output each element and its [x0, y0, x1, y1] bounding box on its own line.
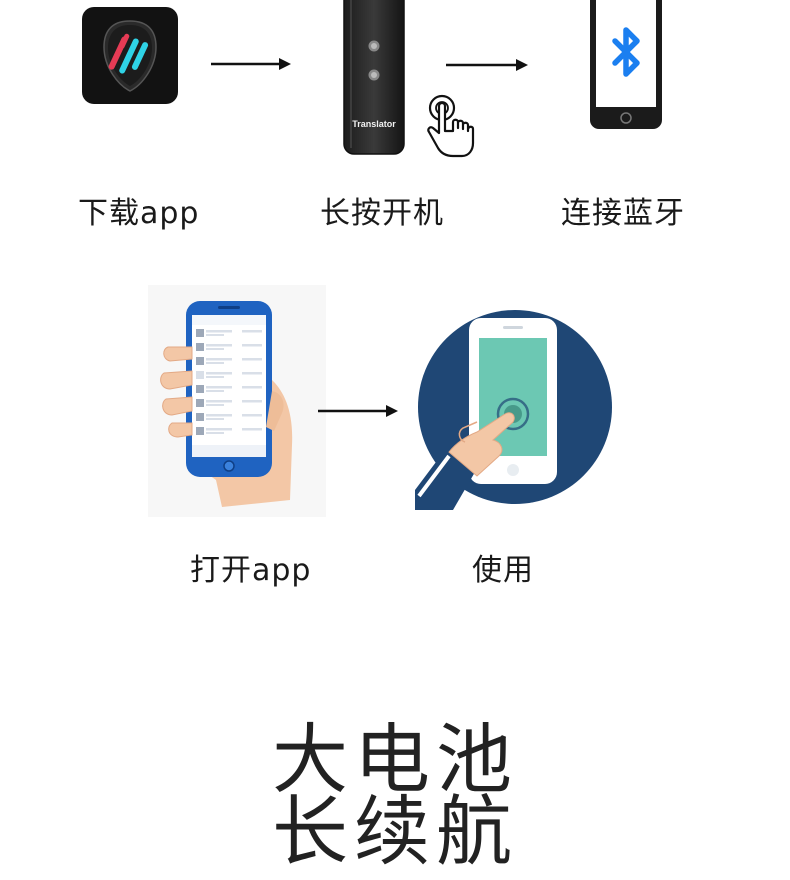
arrow-right-icon [444, 56, 530, 78]
finger-tap-phone-icon [405, 300, 615, 515]
device-brand-text: Translator [352, 119, 396, 129]
step-label: 打开app [190, 553, 312, 588]
headline-line-2: 长续航 [272, 787, 518, 876]
headline-line-1: 大电池 [272, 715, 518, 804]
bluetooth-icon [612, 27, 640, 77]
app-logo-icon [82, 7, 178, 104]
step-label: 下载app [78, 196, 200, 231]
arrow-right-icon [209, 55, 293, 77]
step-label: 使用 [472, 553, 534, 588]
step-label: 长按开机 [320, 196, 444, 231]
arrow-right-icon [316, 402, 400, 424]
hand-holding-phone-icon [158, 295, 318, 513]
tap-hand-icon [420, 93, 478, 163]
translator-device-icon: Translator [343, 0, 405, 156]
bluetooth-phone-icon [589, 0, 663, 130]
step-label: 连接蓝牙 [561, 196, 685, 231]
